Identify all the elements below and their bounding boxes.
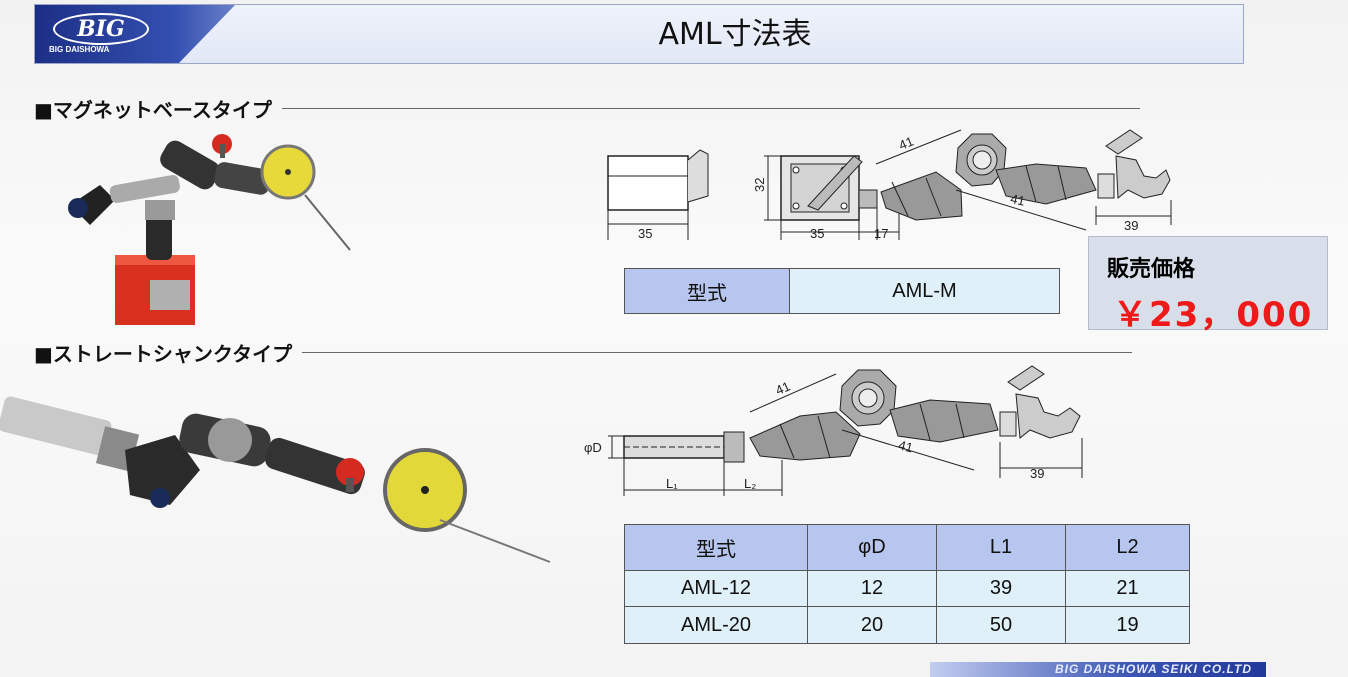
page-title: AML寸法表 bbox=[658, 17, 812, 52]
magnet-base-dimension-drawing: 35 32 35 17 41 41 39 bbox=[607, 129, 1172, 241]
table-cell-diameter: 20 bbox=[807, 606, 937, 644]
section-divider bbox=[302, 352, 1133, 353]
magnet-table-model-value: AML-M bbox=[789, 268, 1060, 314]
shank-table-header-l1: L1 bbox=[936, 524, 1066, 571]
dim-holder-width: 35 bbox=[810, 226, 824, 241]
section-heading-magnet-text: ■マグネットベースタイプ bbox=[34, 98, 272, 122]
table-row: AML-20 20 50 19 bbox=[624, 606, 1190, 644]
section-divider bbox=[281, 108, 1140, 109]
straight-shank-model-table: 型式 φD L1 L2 AML-12 12 39 21 AML-20 20 50… bbox=[624, 524, 1190, 644]
table-cell-l1: 39 bbox=[936, 569, 1066, 608]
table-cell-l1: 50 bbox=[936, 606, 1066, 644]
magnet-table-header-model: 型式 bbox=[624, 268, 790, 314]
magnet-model-table: 型式 AML-M bbox=[624, 268, 1060, 314]
dim-arm2-shank: 41 bbox=[897, 437, 915, 455]
straight-shank-product-photo bbox=[0, 396, 551, 563]
footer-company-name: BIG DAISHOWA SEIKI CO.LTD bbox=[1054, 662, 1252, 676]
price-box: 販売価格 ￥23，000 bbox=[1088, 236, 1328, 335]
magnet-base-product-photo bbox=[68, 134, 351, 325]
price-value: ￥23，000 bbox=[1113, 295, 1314, 335]
straight-shank-dimension-drawing: φD L₁ L₂ 41 41 39 bbox=[584, 365, 1083, 496]
table-cell-diameter: 12 bbox=[807, 569, 937, 608]
table-cell-l2: 19 bbox=[1065, 606, 1190, 644]
dim-base-height: 32 bbox=[752, 178, 767, 192]
dim-joint: 17 bbox=[874, 226, 888, 241]
shank-table-header-diameter: φD bbox=[807, 524, 937, 571]
page-header: BIG BIG DAISHOWA AML寸法表 bbox=[34, 4, 1244, 64]
brand-logo-subtitle: BIG DAISHOWA bbox=[49, 45, 110, 54]
shank-table-header-l2: L2 bbox=[1065, 524, 1190, 571]
dim-arm2-magnet: 41 bbox=[1009, 191, 1026, 209]
section-heading-magnet: ■マグネットベースタイプ bbox=[34, 94, 1140, 123]
table-cell-l2: 21 bbox=[1065, 569, 1190, 608]
table-cell-model: AML-20 bbox=[624, 606, 808, 644]
table-row: AML-12 12 39 21 bbox=[624, 569, 1190, 608]
dim-tip-magnet: 39 bbox=[1124, 218, 1138, 233]
dim-tip-shank: 39 bbox=[1030, 466, 1044, 481]
dim-base-width: 35 bbox=[638, 226, 652, 241]
shank-table-header-model: 型式 bbox=[624, 524, 808, 571]
brand-logo: BIG bbox=[53, 13, 149, 45]
footer-band: BIG DAISHOWA SEIKI CO.LTD bbox=[930, 662, 1266, 677]
dim-diameter: φD bbox=[584, 440, 602, 455]
dim-l1: L₁ bbox=[666, 476, 678, 491]
section-heading-shank-text: ■ストレートシャンクタイプ bbox=[34, 342, 293, 366]
dim-arm1-shank: 41 bbox=[773, 378, 792, 398]
price-label: 販売価格 bbox=[1107, 257, 1196, 282]
table-cell-model: AML-12 bbox=[624, 569, 808, 608]
dim-arm1-magnet: 41 bbox=[897, 134, 916, 153]
section-heading-shank: ■ストレートシャンクタイプ bbox=[34, 338, 1133, 367]
dim-l2: L₂ bbox=[744, 476, 756, 491]
